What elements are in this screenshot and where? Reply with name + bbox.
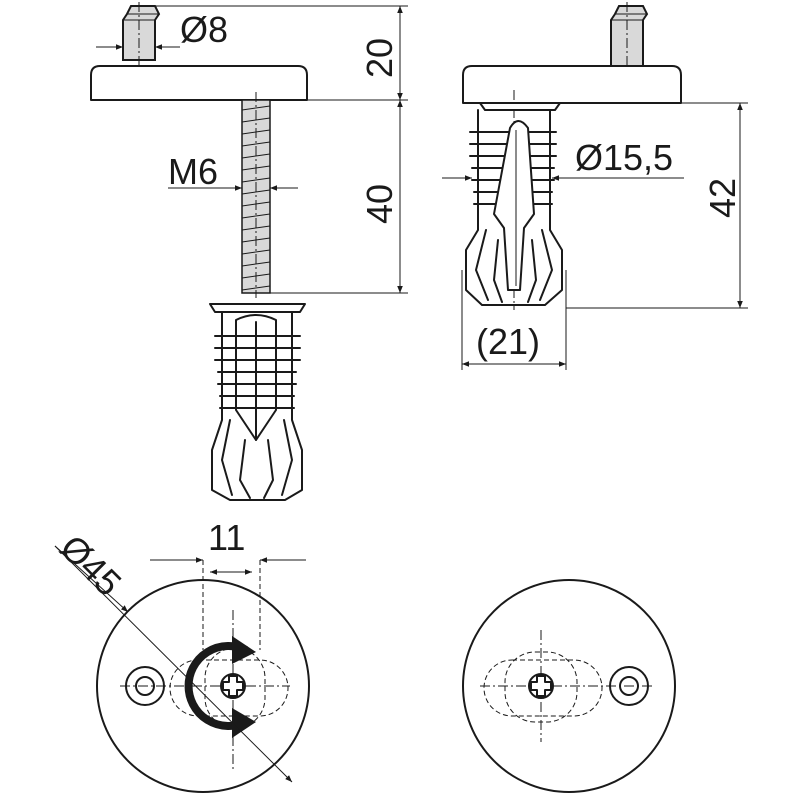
assembled-top-stud bbox=[610, 5, 649, 67]
top-view-plain bbox=[462, 579, 676, 793]
assembled-anchor bbox=[465, 102, 563, 306]
dim-plate-diameter: Ø45 bbox=[52, 527, 129, 604]
dim-anchor-diameter: Ø15,5 bbox=[575, 137, 673, 178]
dim-stud-diameter: Ø8 bbox=[180, 9, 228, 50]
dim-anchor-spread: (21) bbox=[476, 321, 540, 362]
expansion-anchor bbox=[209, 303, 306, 501]
side-view-assembled: Ø15,5 42 (21) bbox=[442, 2, 748, 370]
side-view-bolt: Ø8 M6 20 40 bbox=[90, 2, 408, 501]
cap-plate bbox=[90, 65, 308, 101]
top-view-rotation: Ø45 11 bbox=[52, 517, 310, 793]
assembled-cap-plate bbox=[462, 65, 682, 104]
dim-anchor-length: 42 bbox=[702, 178, 743, 218]
rotation-arrow-icon bbox=[184, 636, 256, 738]
cover-plate-circle-2 bbox=[462, 579, 676, 793]
dim-screw-length: 40 bbox=[359, 184, 400, 224]
dim-eccentric-offset: 11 bbox=[208, 517, 245, 558]
dim-head-height: 20 bbox=[359, 38, 400, 78]
dim-thread: M6 bbox=[168, 151, 218, 192]
phillips-screw-icon bbox=[220, 673, 246, 699]
phillips-screw-icon-2 bbox=[528, 673, 554, 699]
